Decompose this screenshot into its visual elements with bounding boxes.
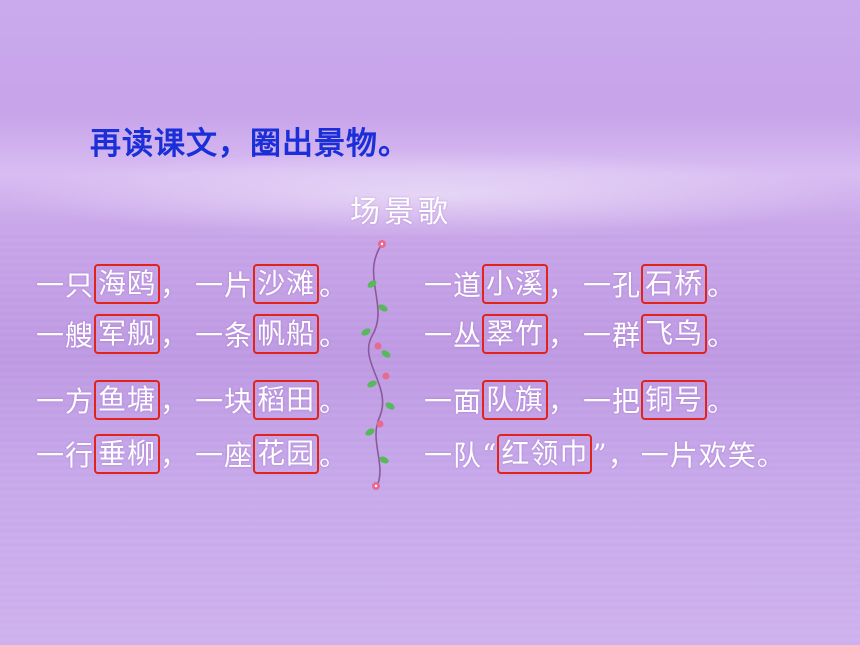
circled-scene-word: 红领巾: [497, 434, 593, 474]
period: 。: [707, 269, 737, 302]
period: 。: [319, 269, 349, 302]
comma: ，: [548, 269, 578, 302]
measure-word: 一孔: [583, 269, 642, 302]
comma: ，: [607, 439, 637, 472]
period: 。: [319, 319, 349, 352]
poem-line-4: 一行 垂柳 ， 一座 花园 。: [36, 434, 348, 474]
comma: ，: [160, 385, 190, 418]
horizon-glow: [0, 150, 860, 240]
period: 。: [319, 385, 349, 418]
period: 。: [319, 439, 349, 472]
circled-scene-word: 军舰: [94, 314, 161, 354]
measure-word: 一条: [195, 319, 254, 352]
poem-title: 场景歌: [350, 195, 452, 230]
measure-word: 一面: [424, 385, 483, 418]
measure-word: 一丛: [424, 319, 483, 352]
circled-scene-word: 稻田: [253, 380, 320, 420]
comma: ，: [160, 319, 190, 352]
poem-line-5: 一道 小溪 ， 一孔 石桥 。: [424, 264, 736, 304]
period: 。: [707, 319, 737, 352]
comma: ，: [548, 319, 578, 352]
poem-line-6: 一丛 翠竹 ， 一群 飞鸟 。: [424, 314, 736, 354]
flower-vine-icon: [361, 240, 395, 490]
comma: ，: [160, 439, 190, 472]
measure-word: 一块: [195, 385, 254, 418]
poem-line-7: 一面 队旗 ， 一把 铜号 。: [424, 380, 736, 420]
period: 。: [756, 439, 786, 472]
poem-line-2: 一艘 军舰 ， 一条 帆船 。: [36, 314, 348, 354]
open-quote: “: [482, 437, 498, 471]
comma: ，: [548, 385, 578, 418]
measure-word: 一艘: [36, 319, 95, 352]
water-texture: [0, 230, 860, 645]
circled-scene-word: 垂柳: [94, 434, 161, 474]
measure-word: 一方: [36, 385, 95, 418]
period: 。: [707, 385, 737, 418]
instruction-heading: 再读课文，圈出景物。: [90, 126, 410, 162]
circled-scene-word: 飞鸟: [641, 314, 708, 354]
circled-scene-word: 海鸥: [94, 264, 161, 304]
circled-scene-word: 队旗: [482, 380, 549, 420]
circled-scene-word: 小溪: [482, 264, 549, 304]
comma: ，: [160, 269, 190, 302]
measure-word: 一群: [583, 319, 642, 352]
measure-word: 一道: [424, 269, 483, 302]
circled-scene-word: 鱼塘: [94, 380, 161, 420]
line-tail: 一片欢笑: [640, 439, 757, 472]
circled-scene-word: 翠竹: [482, 314, 549, 354]
poem-line-3: 一方 鱼塘 ， 一块 稻田 。: [36, 380, 348, 420]
close-quote: ”: [592, 437, 608, 471]
circled-scene-word: 铜号: [641, 380, 708, 420]
measure-word: 一队: [424, 439, 483, 472]
circled-scene-word: 帆船: [253, 314, 320, 354]
measure-word: 一行: [36, 439, 95, 472]
circled-scene-word: 沙滩: [253, 264, 320, 304]
poem-line-8: 一队 “ 红领巾 ” ， 一片欢笑 。: [424, 434, 786, 474]
circled-scene-word: 石桥: [641, 264, 708, 304]
measure-word: 一座: [195, 439, 254, 472]
measure-word: 一片: [195, 269, 254, 302]
circled-scene-word: 花园: [253, 434, 320, 474]
measure-word: 一把: [583, 385, 642, 418]
poem-line-1: 一只 海鸥 ， 一片 沙滩 。: [36, 264, 348, 304]
measure-word: 一只: [36, 269, 95, 302]
